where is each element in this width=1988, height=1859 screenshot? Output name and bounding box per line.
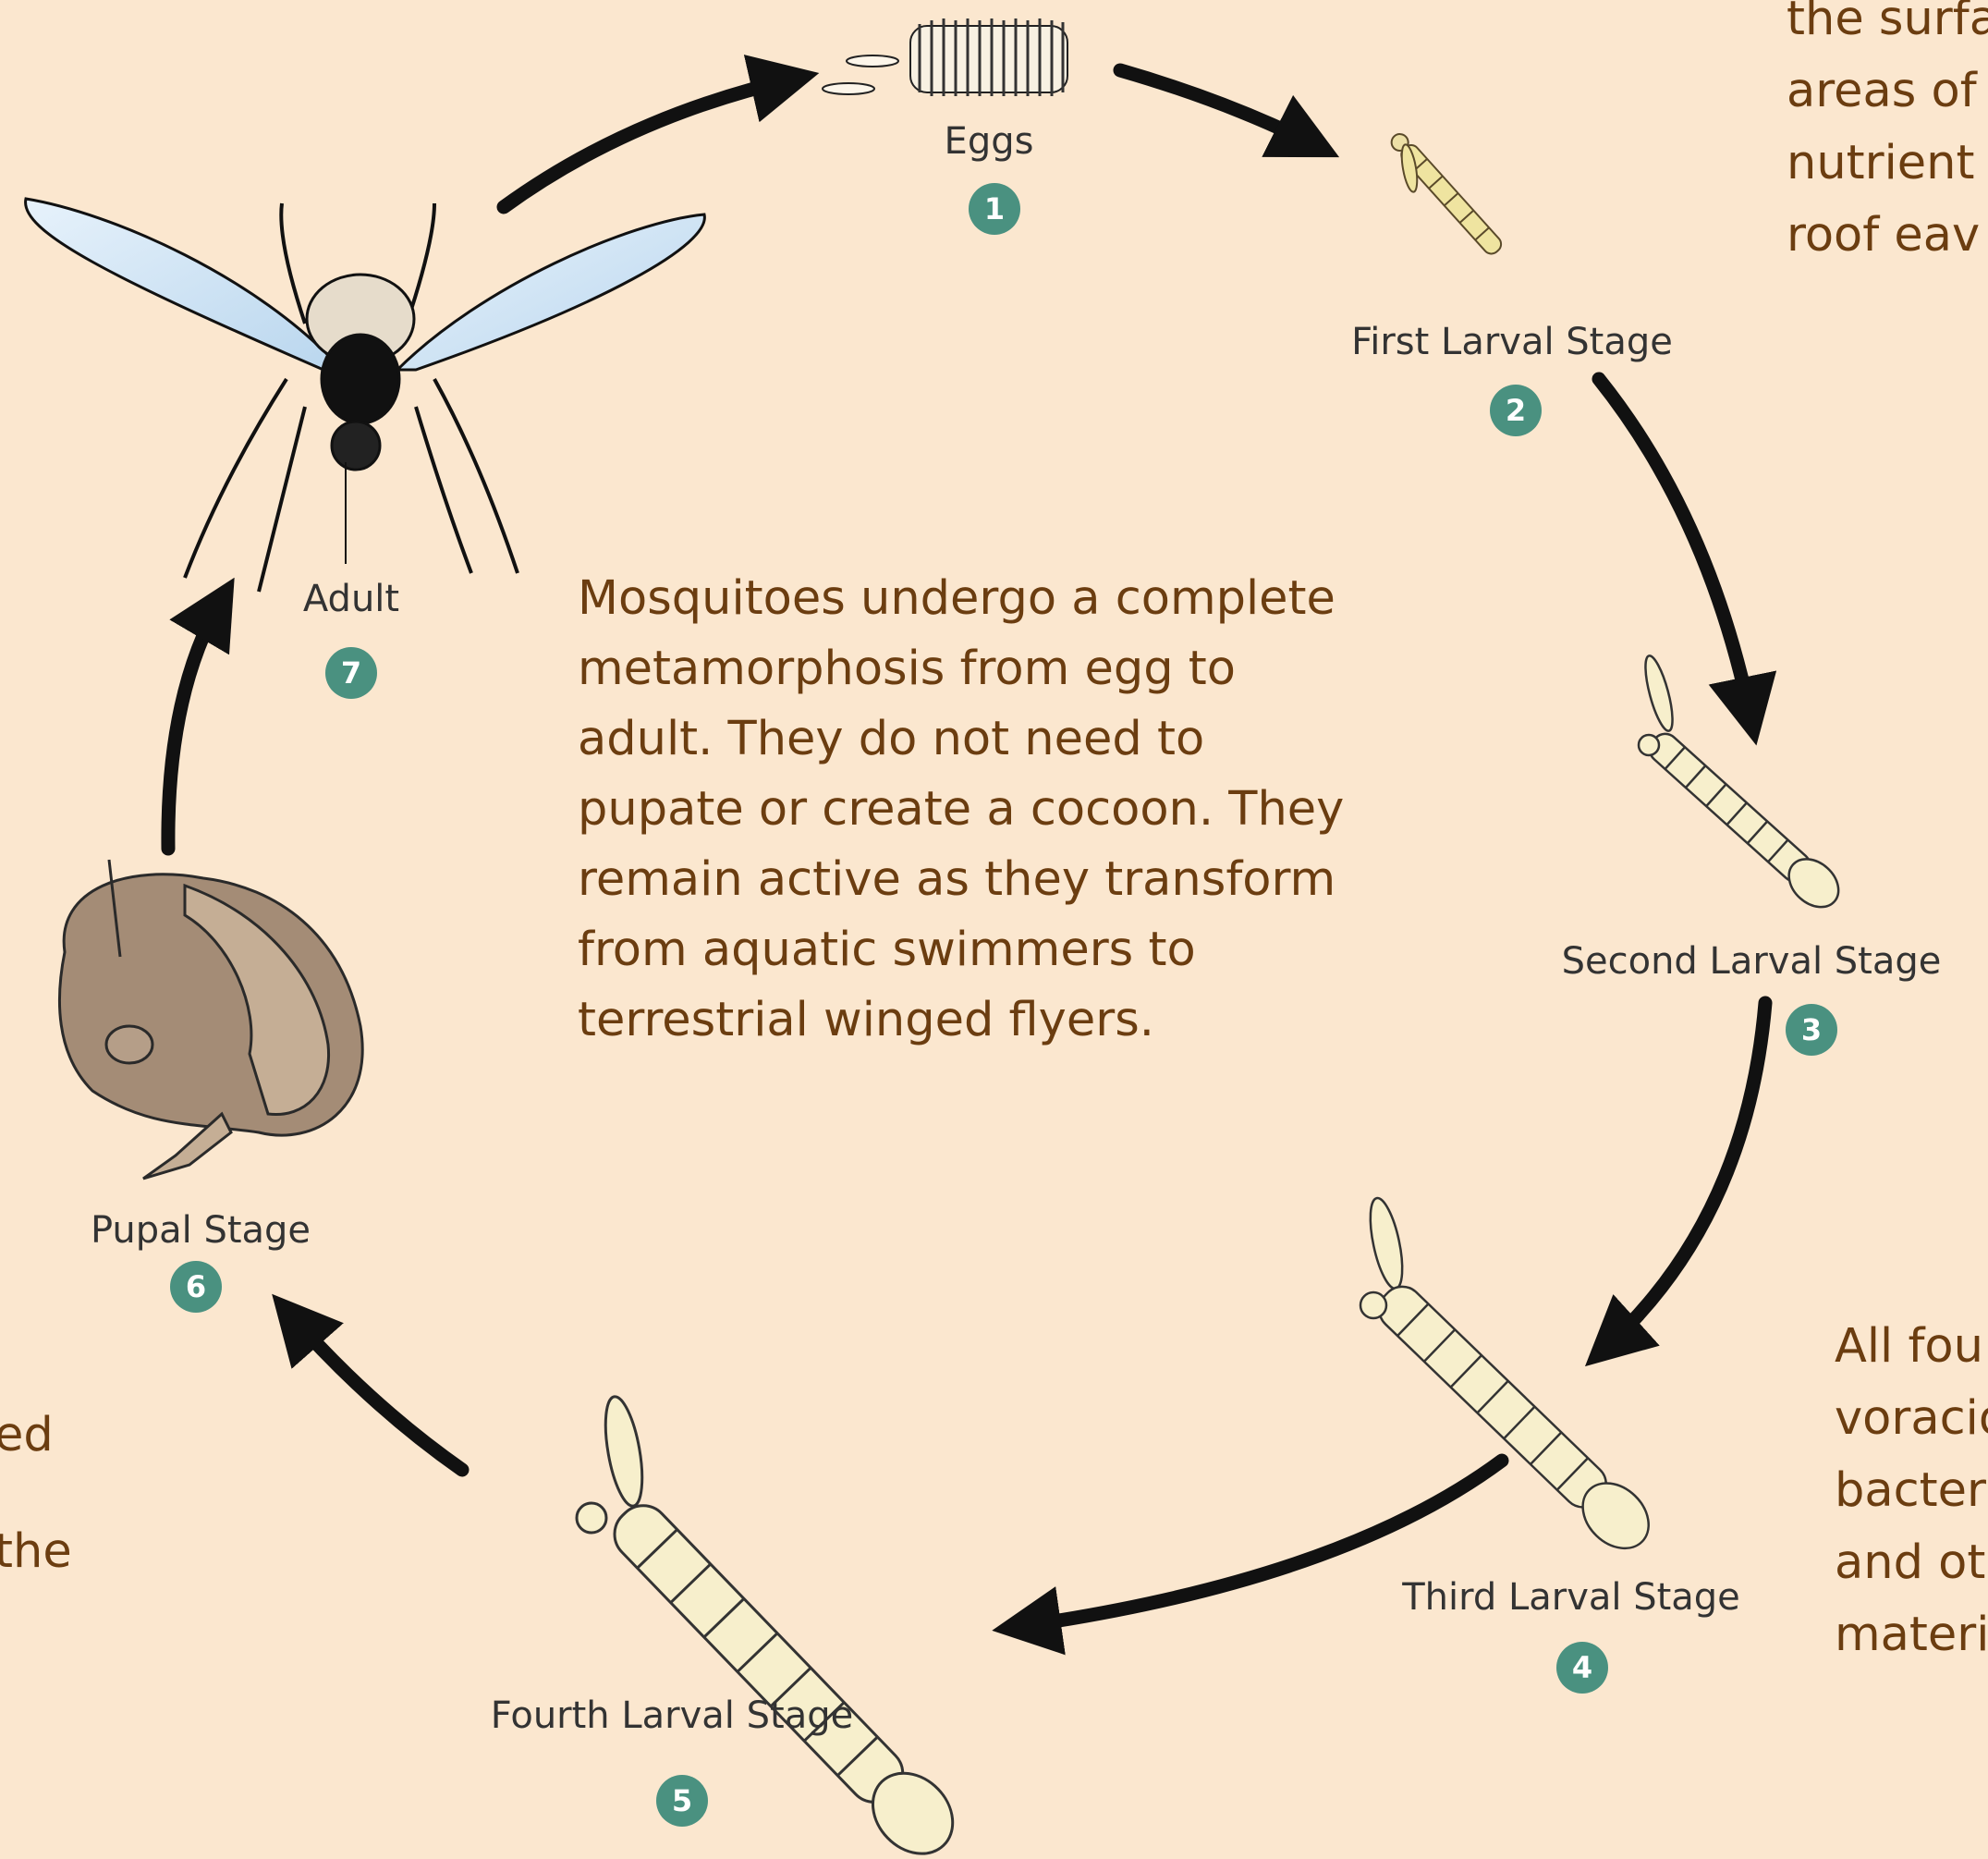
stage-6-badge: 6 xyxy=(170,1261,222,1313)
arrow-eggs-to-first-larval xyxy=(1120,70,1317,146)
fourth-larva-illustration xyxy=(577,1394,969,1859)
arrow-first-to-second-larval xyxy=(1599,379,1751,721)
arrow-second-to-third-larval xyxy=(1604,1003,1765,1350)
bottom-right-text-fragment: All fou voracio bacter and ot materi xyxy=(1835,1311,1988,1671)
pupal-label: Pupal Stage xyxy=(91,1212,311,1249)
arrow-pupal-to-adult xyxy=(168,599,222,849)
eggs-label: Eggs xyxy=(945,123,1034,160)
stage-2-badge: 2 xyxy=(1490,385,1542,436)
metamorphosis-description: Mosquitoes undergo a complete metamorpho… xyxy=(578,564,1344,1056)
adult-mosquito-illustration xyxy=(26,199,705,592)
stage-3-badge: 3 xyxy=(1786,1004,1837,1056)
first-larva-illustration xyxy=(1387,130,1505,257)
bottom-left-text-fragment-1: ed xyxy=(0,1400,54,1472)
fourth-larval-label: Fourth Larval Stage xyxy=(491,1697,853,1734)
eggs-illustration xyxy=(823,18,1067,96)
stage-1-badge: 1 xyxy=(969,183,1020,235)
bottom-left-text-fragment-2: the xyxy=(0,1516,72,1588)
stage-7-badge: 7 xyxy=(325,647,377,699)
third-larval-label: Third Larval Stage xyxy=(1402,1579,1740,1616)
arrow-adult-to-eggs xyxy=(504,79,795,207)
top-right-text-fragment: the surfa areas of nutrient roof eav xyxy=(1787,0,1988,272)
pupa-illustration xyxy=(59,860,362,1179)
stage-4-badge: 4 xyxy=(1556,1642,1608,1694)
arrow-fourth-larval-to-pupal xyxy=(288,1313,462,1470)
adult-label: Adult xyxy=(303,581,399,618)
first-larval-label: First Larval Stage xyxy=(1351,324,1673,361)
third-larva-illustration xyxy=(1360,1195,1662,1561)
second-larval-label: Second Larval Stage xyxy=(1562,943,1942,980)
stage-5-badge: 5 xyxy=(656,1775,708,1827)
